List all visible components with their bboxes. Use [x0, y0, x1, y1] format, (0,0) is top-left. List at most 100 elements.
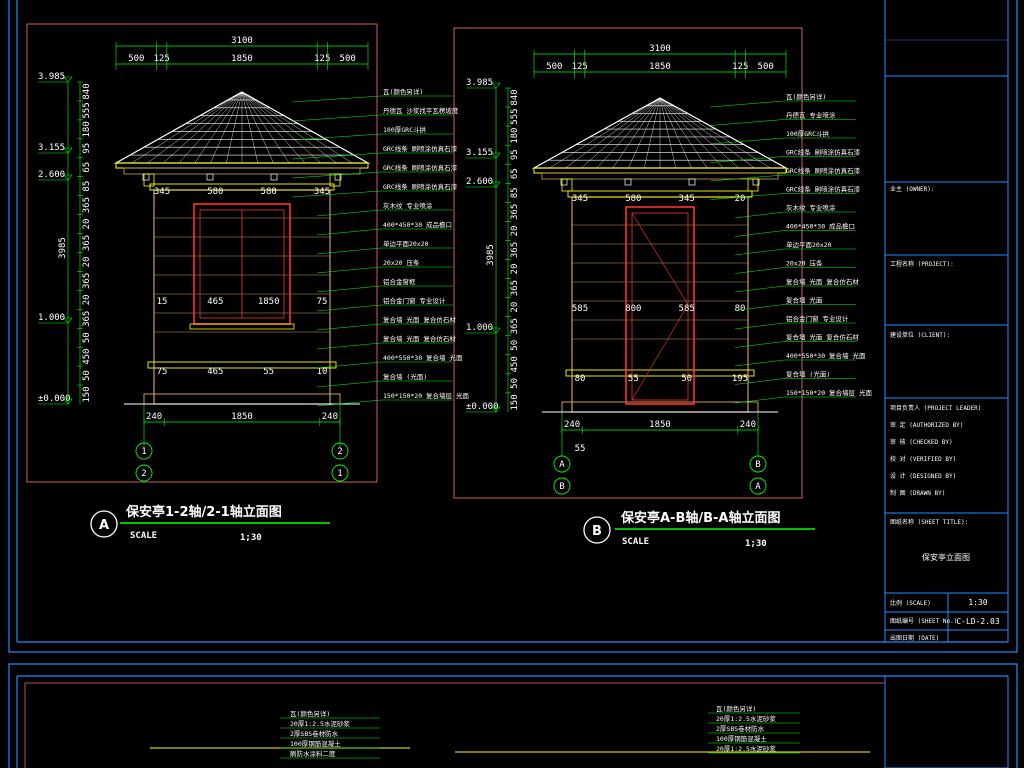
annotation-text: 铝合金门窗 专业设计	[786, 314, 849, 323]
plinth-cap	[147, 361, 337, 369]
title-a: A 保安亭1-2轴/2-1轴立面图 SCALE 1;30	[90, 504, 330, 543]
title-a-scale: 1;30	[240, 533, 262, 543]
vert-dim-label: 85	[510, 187, 520, 198]
dim-total: 3100	[231, 36, 253, 46]
roof-tile-line	[241, 91, 258, 164]
inner-dim: 345	[314, 187, 330, 197]
sign-row-2: 审 定 (AUTHORIZED BY)	[890, 421, 963, 429]
annotation-leader	[316, 285, 382, 293]
annotation-leader	[316, 247, 382, 255]
vert-dim-label: 450	[82, 349, 92, 365]
axis-bubble-bottom	[331, 464, 349, 482]
inner-dim: 55	[628, 374, 639, 384]
dim-top-label: 1850	[649, 62, 671, 72]
annotation-text: 复合墙 光面	[786, 296, 823, 305]
annotation-text: 复合墙 光面 复合仿石材	[786, 333, 859, 342]
corner-bracket-left	[561, 178, 573, 192]
inner-dim: 195	[732, 374, 748, 384]
title-block-text: 业主 (OWNER): 工程名称 (PROJECT): 建设单位 (CLIENT…	[890, 185, 1000, 642]
roof-tile-line	[178, 91, 243, 164]
vert-dim-label: 180	[82, 121, 92, 137]
roof-tile-line	[565, 97, 661, 169]
roof-tile-line	[612, 97, 661, 169]
annotation-leader	[734, 267, 785, 274]
cornice	[123, 167, 361, 175]
roof-tile-line	[241, 91, 306, 164]
sign-row-1: 项目负责人 (PROJECT LEADER)	[890, 404, 981, 412]
annotation-text: 铝合金门窗 专业设计	[383, 296, 446, 305]
dim-bottom-label: 240	[564, 420, 580, 430]
annotation-text: 复合墙 光面 复合仿石材	[786, 277, 859, 286]
annotation-text: 复合墙 光面 复合仿石材	[383, 334, 456, 343]
annotation-leader	[316, 323, 382, 331]
vert-dim-label: 365	[510, 280, 520, 296]
roof-tile-line	[210, 91, 243, 164]
roof-tile-line	[659, 97, 771, 169]
level-label: 1.000	[38, 313, 65, 323]
title-b-scale-label: SCALE	[622, 537, 649, 547]
dim-bottom-label: 1850	[649, 420, 671, 430]
bracket	[688, 178, 696, 186]
annotation-leader	[710, 100, 785, 108]
lower-note-left: 100厚钢筋混凝土	[290, 739, 341, 748]
lower-note-left: 20厚1:2.5水泥砂浆	[290, 719, 350, 728]
annotation-text: 400*450*30 成品檐口	[383, 220, 452, 229]
roof-tile-line	[115, 91, 243, 164]
annotation-text: 20x20 压条	[786, 259, 823, 268]
annotation-text: 400*450*30 成品檐口	[786, 222, 855, 231]
vert-dim-label: 50	[510, 340, 520, 351]
annotation-leader	[734, 211, 785, 219]
annotation-leader	[734, 378, 785, 385]
vert-dim-label: 150	[510, 394, 520, 410]
lower-title-block	[884, 675, 1009, 768]
annotation-text: 铝合金窗框	[383, 277, 416, 286]
door-swing-line	[631, 212, 689, 401]
roof-tile-line	[241, 91, 290, 164]
lower-note-left: 刷防水涂料二度	[290, 749, 336, 758]
inner-dim: 75	[157, 367, 168, 377]
inner-dim: 580	[207, 187, 223, 197]
axis-bubble-top	[135, 442, 153, 460]
date-label: 出图日期 (DATE)	[890, 634, 939, 642]
annotation-leader	[734, 359, 785, 367]
vert-dim-label: 95	[82, 143, 92, 154]
inner-dim: 80	[735, 304, 746, 314]
dim-top-label: 125	[732, 62, 748, 72]
roof-tile-line	[241, 91, 353, 164]
sign-row-5: 设 计 (DESIGNED BY)	[890, 472, 956, 480]
axis-label-top: 1	[141, 447, 146, 457]
annotation-leader	[734, 322, 785, 330]
annotation-text: 丹德瓦 沙浆找平瓦楞坡度	[383, 106, 459, 115]
annotation-text: 150*150*20 复合墙层 光面	[786, 388, 872, 397]
level-label: 3.985	[466, 78, 493, 88]
roof-tile-line	[241, 91, 321, 164]
lower-note-right: 100厚钢筋混凝土	[716, 734, 767, 743]
roof-tile-line	[241, 91, 337, 164]
annotation-text: GRC线条 刷喷涂仿真石漆	[383, 182, 458, 191]
vert-dim-label: 365	[82, 273, 92, 289]
roof-tile-line	[628, 97, 661, 169]
door-leaf	[631, 212, 689, 401]
roof-tile-line	[226, 91, 243, 164]
roof-tile-line	[147, 91, 243, 164]
roof-tile-line	[596, 97, 661, 169]
vert-dim-label: 50	[82, 370, 92, 381]
vert-dim-label: 180	[510, 128, 520, 144]
level-marker	[63, 76, 73, 83]
dim-top-label: 500	[758, 62, 774, 72]
vert-dim-label: 50	[82, 332, 92, 343]
annotation-text: 瓦(颜色另详)	[383, 87, 423, 96]
annotation-leader	[292, 171, 382, 179]
lower-note-right: 瓦(颜色另详)	[716, 704, 756, 713]
inner-dim: 15	[157, 297, 168, 307]
title-a-badge	[90, 510, 118, 538]
annotation-leader	[710, 193, 785, 200]
level-label: ±0.000	[466, 402, 499, 412]
scale-row-value: 1:30	[968, 598, 987, 607]
annotation-leader	[710, 137, 785, 145]
plinth-cap	[565, 369, 755, 377]
title-block	[884, 0, 1009, 643]
annotation-text: 瓦(颜色另详)	[786, 92, 826, 101]
title-a-badge-letter: A	[99, 518, 109, 533]
